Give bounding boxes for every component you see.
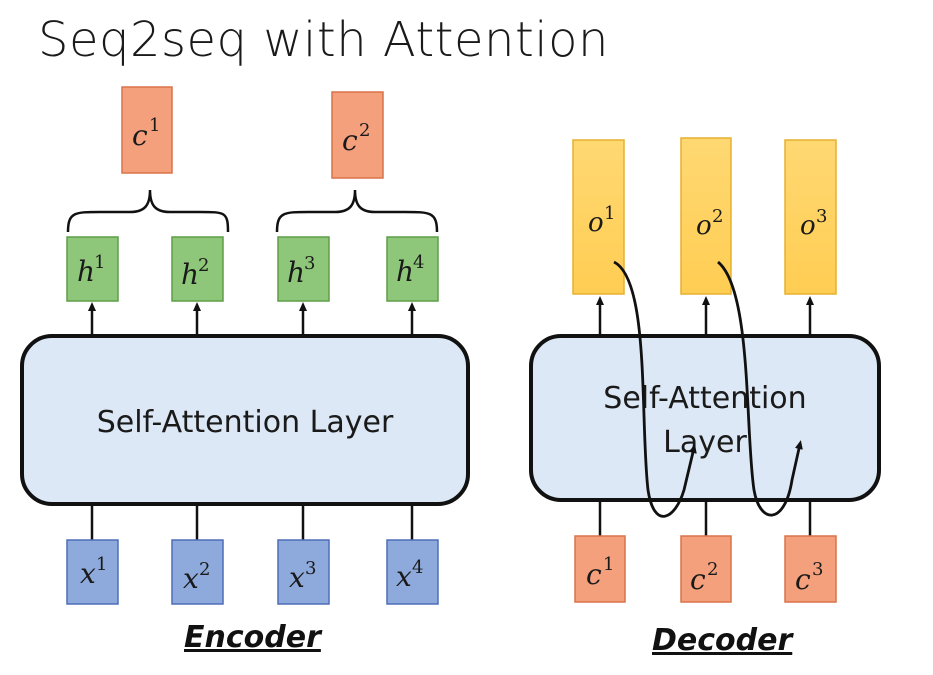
svg-text:4: 4 (413, 252, 424, 273)
svg-text:h: h (396, 255, 414, 288)
decoder-output-o1: o 1 (572, 139, 625, 295)
decoder-output-o2: o 2 (680, 137, 732, 295)
feedback-curve-1 (613, 260, 697, 518)
svg-text:2: 2 (198, 255, 209, 276)
svg-text:1: 1 (604, 203, 615, 224)
decoder-self-attention-layer (529, 334, 881, 502)
svg-text:2: 2 (712, 206, 723, 227)
decoder-layer-label-line2: Layer (663, 425, 747, 460)
encoder-self-attention-layer (20, 334, 470, 506)
decoder-layer-label-line1: Self-Attention (603, 381, 806, 416)
svg-text:x: x (396, 560, 412, 593)
encoder-hidden-h1: h 1 (66, 236, 119, 302)
svg-text:x: x (289, 561, 305, 594)
encoder-output-arrows (88, 302, 416, 336)
svg-text:2: 2 (199, 559, 210, 580)
svg-text:h: h (181, 258, 199, 291)
svg-text:1: 1 (94, 252, 105, 273)
svg-text:o: o (800, 211, 816, 241)
decoder-input-c3: c 3 (784, 535, 837, 603)
encoder-hidden-h3: h 3 (277, 236, 330, 302)
encoder-hidden-h2: h 2 (171, 236, 224, 302)
encoder-hidden-h4: h 4 (386, 236, 439, 302)
svg-text:x: x (80, 557, 96, 590)
decoder-group: Self-Attention Layer o 1 o 2 o 3 (529, 137, 881, 603)
svg-text:c: c (690, 563, 706, 596)
svg-text:3: 3 (812, 559, 823, 580)
slide-title: Seq2seq with Attention (38, 12, 609, 68)
decoder-input-lines (598, 500, 812, 536)
decoder-output-arrows (596, 296, 814, 336)
decoder-input-c1: c 1 (574, 535, 626, 603)
svg-text:1: 1 (603, 554, 614, 575)
svg-text:3: 3 (305, 558, 316, 579)
encoder-input-x4: x 4 (386, 539, 439, 605)
encoder-label: Encoder (184, 620, 321, 655)
encoder-group: Self-Attention Layer x 1 x 2 x (20, 86, 470, 605)
svg-text:c: c (342, 124, 358, 157)
svg-text:c: c (586, 558, 602, 591)
encoder-context-c1: c 1 (121, 86, 173, 174)
svg-text:h: h (77, 255, 95, 288)
svg-text:h: h (287, 256, 305, 289)
encoder-input-x1: x 1 (66, 539, 119, 605)
feedback-curve-2 (717, 260, 803, 517)
svg-text:2: 2 (359, 120, 370, 141)
svg-text:3: 3 (816, 206, 827, 227)
svg-text:c: c (795, 563, 811, 596)
svg-text:1: 1 (149, 115, 160, 136)
svg-text:2: 2 (707, 559, 718, 580)
svg-text:3: 3 (304, 253, 315, 274)
brace-left (66, 189, 230, 233)
svg-text:4: 4 (412, 557, 423, 578)
decoder-label: Decoder (652, 623, 793, 658)
encoder-input-lines (90, 504, 414, 540)
svg-text:1: 1 (96, 554, 107, 575)
svg-text:c: c (132, 119, 148, 152)
svg-text:o: o (696, 211, 712, 241)
encoder-context-c2: c 2 (331, 91, 384, 179)
encoder-input-x3: x 3 (277, 539, 330, 605)
encoder-layer-label: Self-Attention Layer (97, 405, 394, 440)
encoder-input-x2: x 2 (171, 539, 224, 605)
svg-text:o: o (588, 208, 604, 238)
brace-right (275, 189, 439, 233)
decoder-output-o3: o 3 (784, 139, 837, 295)
svg-text:x: x (183, 562, 199, 595)
decoder-input-c2: c 2 (680, 535, 732, 603)
